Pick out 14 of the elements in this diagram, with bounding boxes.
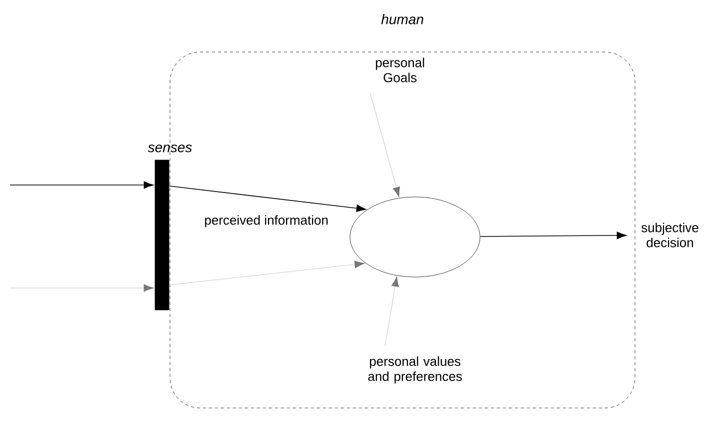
arrow bbox=[384, 276, 399, 347]
edge-label: perceived information bbox=[205, 215, 328, 228]
bar-label: senses bbox=[148, 144, 192, 152]
text-label: personal values and preferences bbox=[368, 356, 462, 384]
text-label: personal Goals bbox=[376, 58, 424, 82]
arrow bbox=[370, 92, 400, 197]
arrow bbox=[168, 260, 364, 286]
box-title: human bbox=[381, 14, 424, 24]
arrow bbox=[10, 284, 154, 292]
text-label: subjective decision bbox=[641, 222, 698, 248]
arrow bbox=[480, 232, 626, 240]
decision-ellipse bbox=[350, 196, 480, 278]
arrow bbox=[10, 181, 154, 189]
arrow bbox=[168, 186, 366, 212]
